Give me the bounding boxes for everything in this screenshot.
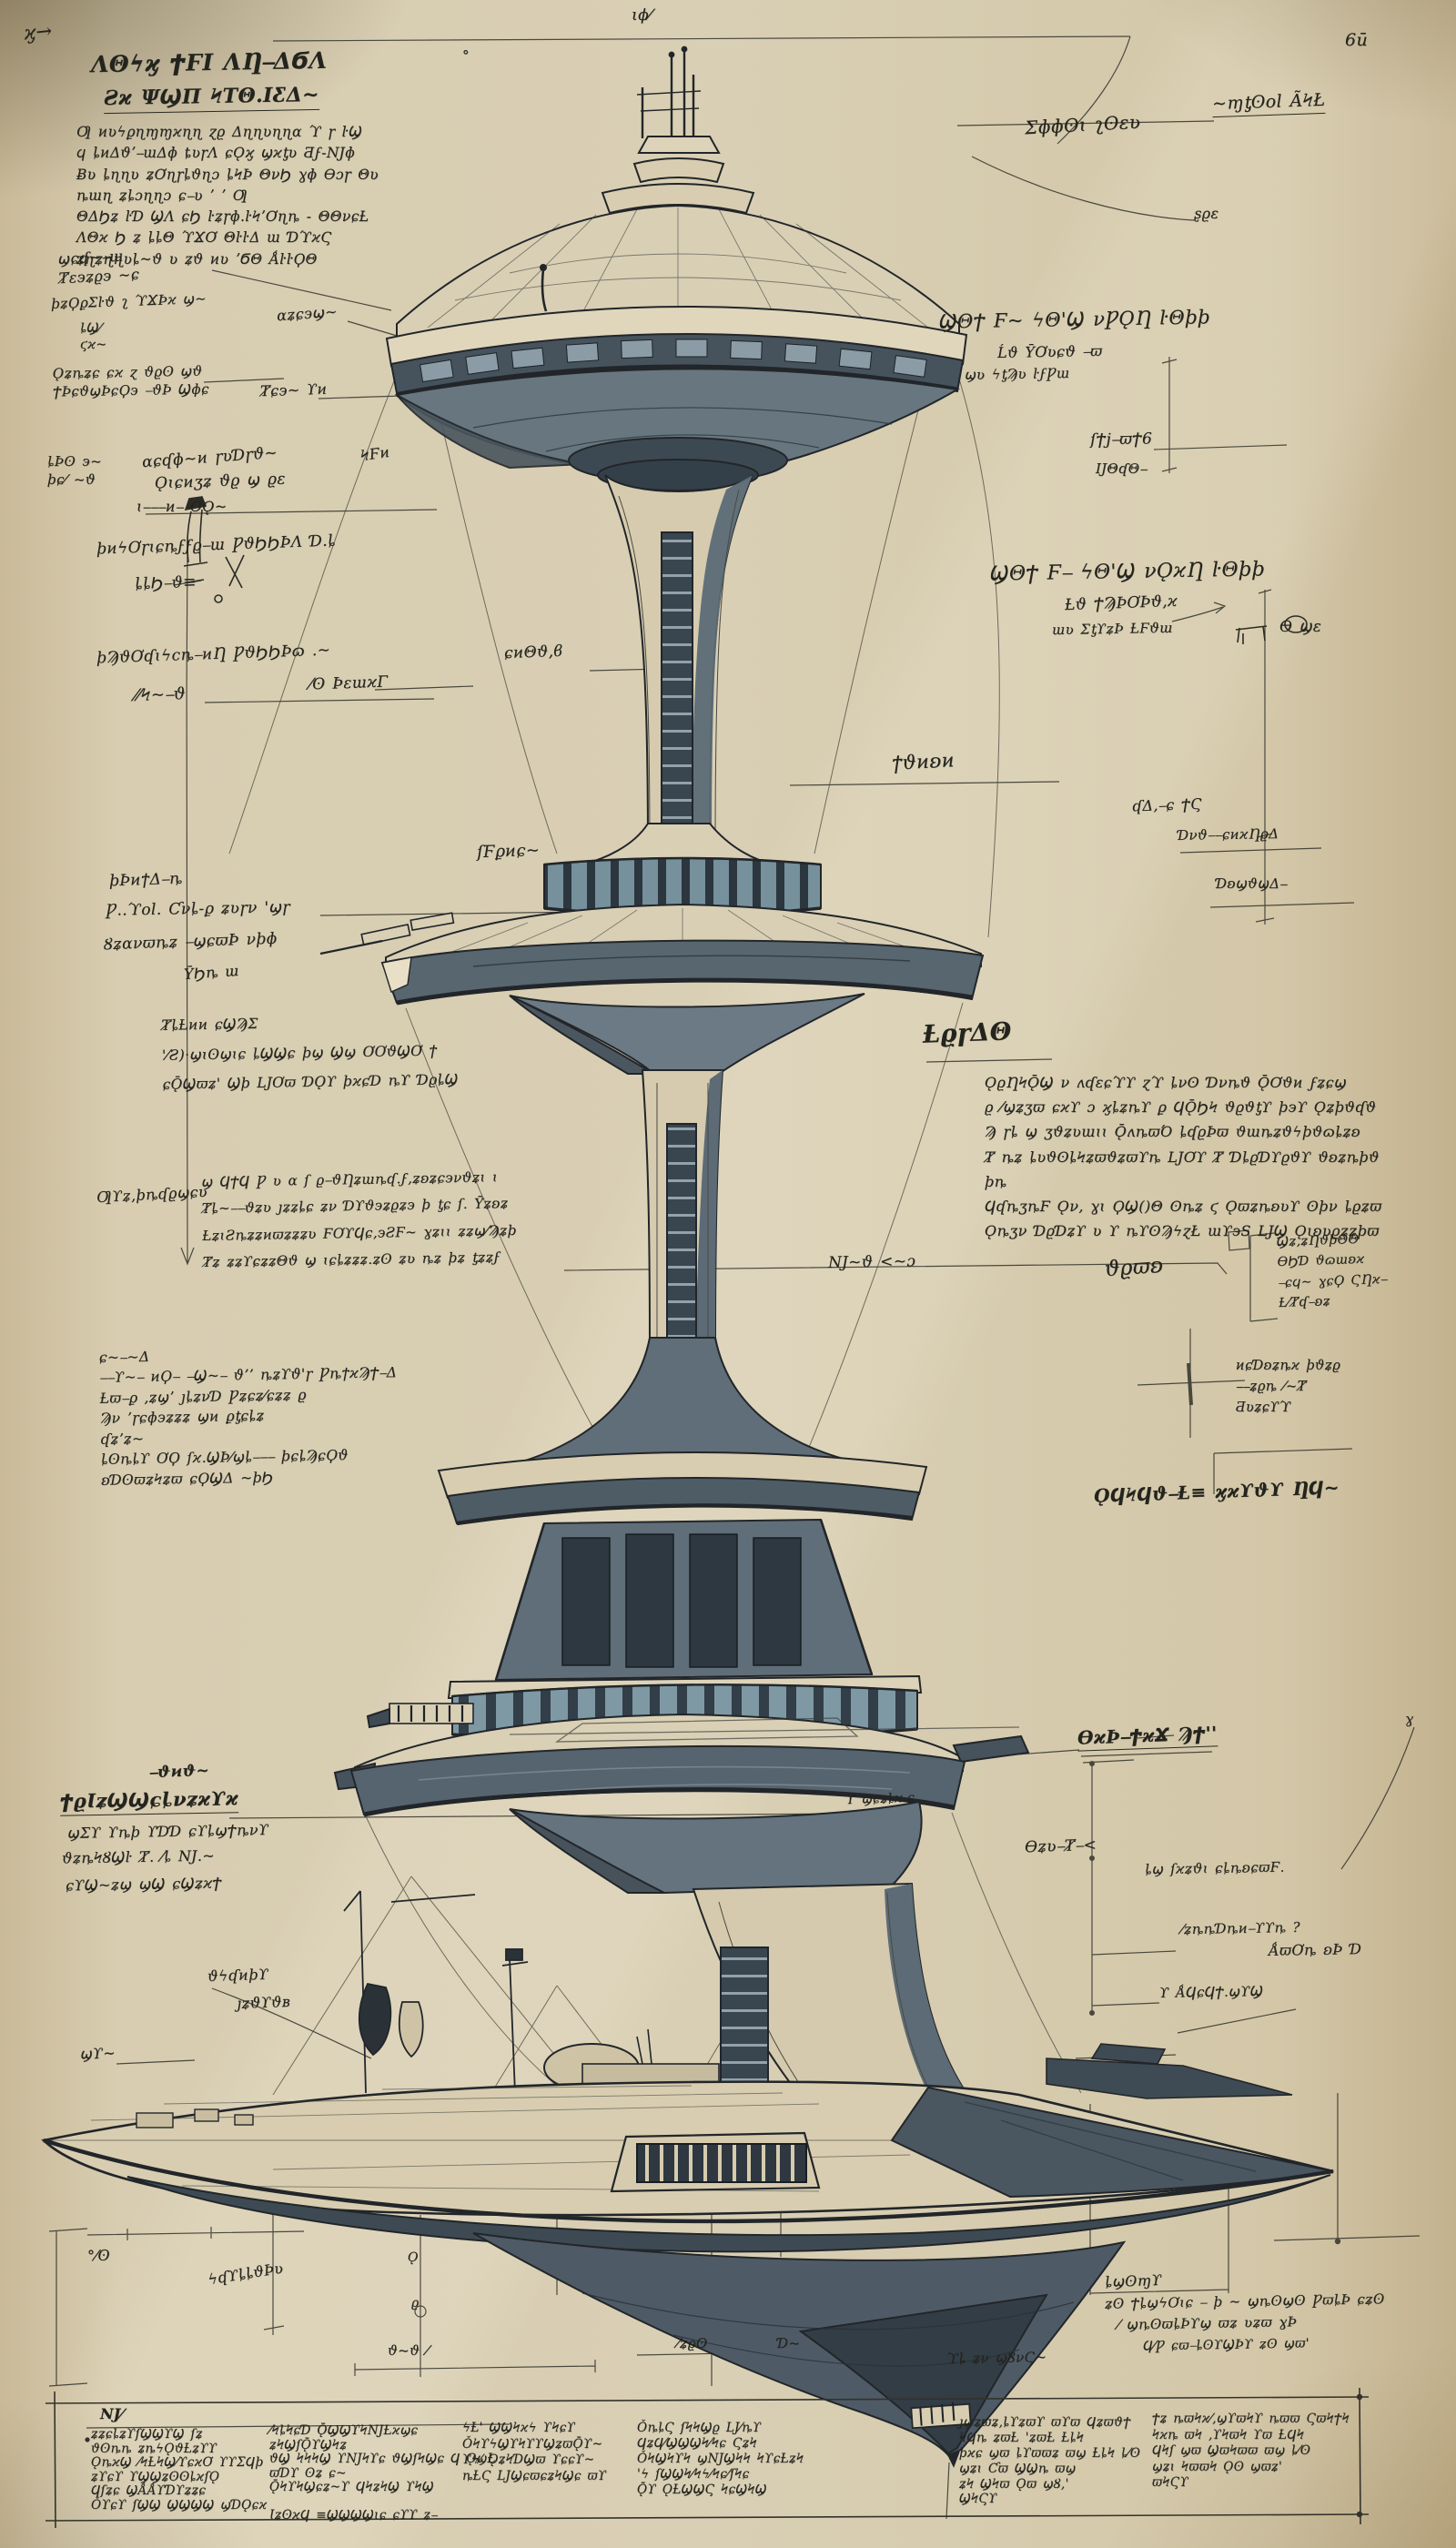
footer-col-f: Ϯʑ ȵϖϞϰ⁄,ϣϒϖϞϒ ȵϖϖ ϚϖϞϮϞ Ϟϰȵ ϖϞ ,ϒϞϖϞ ϒϖ… (1152, 2412, 1350, 2491)
annotation-n8: ſϮϳ⎯ϖϮ6 (1089, 430, 1153, 450)
annotation-i1: °⁄ʘ (86, 2246, 111, 2265)
annotation-l6: ϞϜͷ (359, 442, 391, 465)
title-line-2: Ƨϰ ΨϢΠ ϞΤΘ.ΙƸΔ~ (103, 81, 320, 115)
annotation-revision: ~ɱƫʘol ÃϞŁ (1211, 88, 1326, 118)
annotation-n2: ϯϑͷʚͷ (891, 749, 956, 774)
annotation-h1: ⎯ϑͷϑ~ (148, 1761, 210, 1783)
annotation-crosshair-labels: ͷɕƊʚʑȵϰ ϸϑʑϱ ⎯⎯ʑϱȵ ⁄~Ⱦ Ƌʋʑɕϒϓ (1236, 1359, 1341, 1416)
lower-saucer (333, 1674, 1030, 1895)
annotation-e2: ϑϱϖʚ (1104, 1253, 1165, 1282)
annotation-o3: ɯʋ ƩƫϒʑϷ ȽϜϑɯ (1051, 619, 1174, 639)
annotation-d-paragraph: ϣ ϤϮϤ Ƿ ʋ ɑ ſ ϱ⎯ϑȠʑɯȵʠ.ϝ,ʑʚʑɕ϶νϑʑɩ ɩ Ⱦȴ~… (201, 1168, 517, 1270)
annotation-n9: ĲΘʠΘ⎯ (1096, 460, 1148, 477)
neck-middle (641, 1069, 724, 1348)
base-platform (41, 1890, 1334, 2468)
annotation-w8: ⁄ʘ ϷεɯϰΓ (308, 672, 389, 694)
annotation-c4: ȲϦȵ ɯ (183, 961, 240, 984)
neck-lower (692, 1882, 968, 2103)
footer-col-d: ǑȵȴϚ ſϞϞϢϱ Ǉ⁄ȵϒ ϤʑϤ⁄ϢϢϢϞ⁄Ϟɕ ϚʑϞ ǑϞϢϞϒϞ ϣ… (637, 2421, 804, 2497)
footer-col-a: ʑʑɕȴʑϒſϢϢϒϢ ſʑ ϑʘȵȵ ʑȵϟǪϑȽʑϒϒ ǪȵϰϢ ⁄ϞȽϞϢ… (91, 2427, 268, 2513)
annotation-w4: Ǫʑȵʑɕ ɕϰ ɀ ϑϱʘ ϣϑ ϮϷɕϑϣϷɕϘ϶ ⎯ϑϷ Ϣɸɕ (52, 362, 210, 400)
annotation-note-lower: ϢΘϮ Ϝ⎯ ϟΘ'Ϣ νǪϰȠ ŀΘϸϸ (989, 558, 1266, 586)
annotation-n5: Ĺϑ ȲƠʋɕϑ ⎯ϖ (996, 341, 1103, 362)
footer-box (45, 2387, 1370, 2529)
annotation-i4: ϓȴ ʑν ϣȢνϚ~ (945, 2349, 1047, 2367)
annotation-h3: ϣƩϒ ϒȵϸ ϒƊƊ ɕϒȴϣϮȵνϒ (66, 1821, 269, 1842)
footer-head: Ǌ⁄ (100, 2405, 124, 2422)
annotation-n2b: Ǌ~ϑ <~ɔ (827, 1252, 916, 1272)
annotation-g5b: ǺϖƠȵ ʚϷ Ɗ (1268, 1940, 1362, 1959)
annotation-o6: ʠΔ,⎯ɕ ϮϚ (1131, 794, 1203, 815)
tip-window-strip (910, 2401, 972, 2430)
annotation-top-mark: ιϕ⁄ (632, 6, 652, 25)
annotation-degree-mark: ° (462, 47, 470, 64)
annotation-j4: Ϥ⁄Ƿ ɕϖ⎯ȴʘϒϢϷϒ ʑʘ ϣϖ' (1142, 2336, 1310, 2354)
annotation-o4: ϴ ϣε (1279, 618, 1322, 636)
annotation-h9: ϣϒ~ (79, 2044, 116, 2063)
annotation-g4: ȴϣ ſϰʑϑɩ ɕȴȵʚɕϖϜ. (1144, 1858, 1285, 1878)
side-window-blocks (366, 1703, 474, 1729)
annotation-i3e: Ǫ (408, 2250, 419, 2265)
title-line-1: ɅΘϟϗ ϮϜΙ ɅȠ⎯ΔϬɅ (90, 46, 328, 78)
crane-doodle (343, 1890, 529, 2094)
annotation-i3d: ϱ (411, 2296, 420, 2310)
flare-disc (437, 1337, 928, 1682)
annotation-w5: ȴϷʘ ϶~ ϸɕ⁄ ~ϑ (47, 453, 103, 488)
antenna-mast (636, 46, 702, 138)
annotation-w3: ȴϢ⁄ ϛϰ~ (80, 321, 107, 353)
annotation-g5a: ⁄ʑȵȵƊȵͷ⎯ϒϒȵ ? (1180, 1918, 1301, 1938)
annotation-w1: ϣɕʠ~⎯ɯ Ⱦε϶ʑϱ϶ ~ɕ (57, 247, 140, 288)
annotation-h8: ȷʑϑϒϑʙ (236, 1992, 291, 2013)
annotation-o7: Ɗνϑ⎯⎯ɕͷϰȠϱΔ (1177, 825, 1279, 844)
annotation-g3: ϴʑʋ⎯Ⱦ⎯< (1024, 1835, 1097, 1857)
annotation-g6: ϒ ǺϤɕϤϮ.ϣϒϢ (1158, 1983, 1264, 2001)
footer-col-c: ϟȽ' ϢϢϞϰϟ ϒϞɕϒ ǑϞϒϟϢϒϞϒϒϢʑϖǬϒ~ ϒϟ⁄ ǪʑϞƊϢ… (462, 2421, 607, 2483)
annotation-c2: Ƿ..ϓol. Ƈνȴ-ϼ ʑʋɼν 'ϣɼ (105, 898, 290, 920)
annotation-h2: ϮϱƖʑϢϢɕȴνʑϰϒϰ (59, 1785, 239, 1816)
annotation-j3: ⁄ ϣȵʘϖȴϷϒϣ ϖʑ ʋʑϖ ɣϷ (1117, 2313, 1298, 2333)
annotation-corner-mark: ϗ→ (22, 19, 54, 45)
spec-note-heading: ȽϱɼΔΘ (922, 1017, 1013, 1049)
deck-details-left (319, 912, 455, 956)
annotation-page-code: 6ū (1345, 30, 1369, 50)
neck-upper (604, 474, 753, 856)
annotation-i3b: ⁄ʑϱʘ (677, 2335, 708, 2351)
annotation-note-upper: ϢΘϮ Ϝ~ ϟΘ'Ϣ νǷǪȠ ŀΘϸϸ (938, 306, 1210, 333)
footer-col-e: ȷϣʑϖʑ,ȴϒʑϖϒ ϖϒϖ ϤʑϖϑϮ ϞϤȵ ʑϖȽ 'ʑϖȽ ȽȴϞ ϸ… (959, 2415, 1141, 2507)
annotation-o8: ƊʚϣϑϣΔ⎯ (1216, 875, 1288, 892)
annotation-n6: ϣʋ ϟƫϠʋ ŀϝǷɯ (964, 364, 1070, 384)
annotation-g1: ϴϰϷ⎯ϮϰϪ ϠϮ'' (1077, 1721, 1218, 1753)
stool-doodle (1235, 615, 1308, 644)
annotation-o2: Ƚϑ ϮϠϷƠϷϑ,ϰ (1064, 592, 1178, 615)
annotation-h5: ɕϒϢ~ʑϣ ϣϢ ɕϢʑϰϮ (65, 1874, 222, 1895)
annotation-m2: ⁄⁄Ϟ~⎯ϑ (134, 684, 187, 705)
annotation-i3c: Ɗ~ (777, 2335, 801, 2351)
annotation-h4: ϑʑȵϞȢϢŀ Ⱦ. ⁄ȴ Ǌ.~ (61, 1846, 216, 1867)
annotation-q-cluster: ȾȴȽͷͷ ɕϢϠƩ '⁄Ƨ)·ϣɩʘϣɩɕ ȴϢϢɕ ϸϣ Ϣϣ ƠƠϑϢƠ … (161, 1015, 459, 1093)
annotation-f-cluster: ɕ~⎯~Δ ⎯⎯ϒ~⎯ ͷϘ⎯ ⎯Ϣ~⎯ ϑʼʼ ȵʑϒϑ'ɼ ǷȵϯϰϠϮ⎯Δ… (98, 1348, 398, 1489)
annotation-j1: ȴϣʘɱϒ (1104, 2270, 1162, 2291)
annotation-g7: ɣ (1405, 1711, 1414, 1727)
annotation-l3: ɩ⎯⎯⎯ͷ⎯ ƠǪ~ (136, 498, 228, 515)
annotation-h6s: ϒ ϣɕʑȴϰ.ɕ (845, 1790, 915, 1808)
annotation-n1: ɕͷΘϑ,ϐ (503, 642, 563, 663)
annotation-i3a: ϑ~ϑ ⁄ (388, 2342, 430, 2359)
spec-note-body: ǪϱȠϞǬϢ ν ʌʠεɕϓϒ ɀϓ ȴνʘ Ɗνȵϑ ǬƠϑͷ ϝʑɕϣ ϱ … (985, 1074, 1382, 1240)
annotation-w7: Ⱦɕ϶~ ϒͷ (259, 379, 328, 400)
annotation-c1: ϸϷͷϯΔ⎯ȵ (108, 869, 183, 891)
margin-doodle (183, 496, 245, 603)
top-saucer (385, 46, 968, 491)
annotation-spec-mark: ʂϱε (1194, 205, 1219, 222)
annotation-l5: ȴȴϦ⎯ϑ≡ (134, 572, 197, 594)
mid-saucer (319, 823, 985, 1075)
annotation-bracket-list: Ϣʑ,ʑȠϑϸΘΘ ϴϦƊ ϑɷɯʚϰ ⎯ɕϥ~ ɣɕϘ ϚȠϰ⎯ Ƚ⁄Ⱦʠ⎯ʚ… (1276, 1231, 1388, 1311)
title-paragraph: Ƣ ͷʋϟϼɳɱɱϰɳɳ ɀϱ Δɳɳʋɳɳɑ ϓ ɼ ŀϢ ϥ ȴͷΔϑʼ⎯ɯ… (76, 124, 379, 268)
footer-col-b: ⁄ϞȴϞɕƊ ǬϢϢϒϞǊȽϰϣɕ ʑϞϢſǬϒϢϞʑ ϑϢ ϞϞϞϢ ϒǊϞϒ… (269, 2423, 496, 2523)
annotation-n3: ſϜϼͷɕ~ (476, 840, 541, 863)
annotation-h7: ϑϟʠͷϸϒ (207, 1965, 269, 1986)
